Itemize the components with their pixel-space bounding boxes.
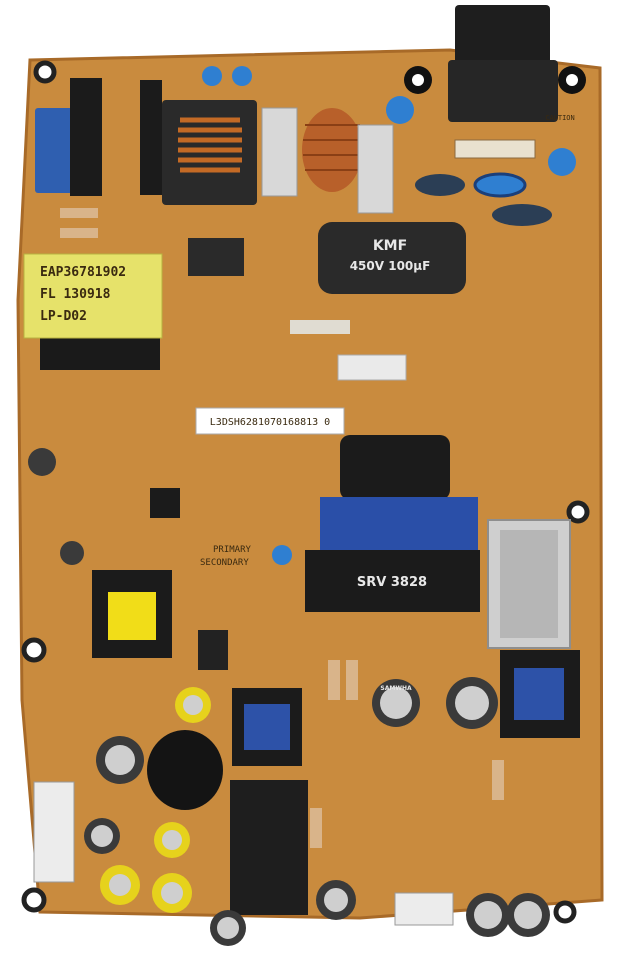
resistor-2: [60, 228, 98, 238]
resistor-1: [60, 208, 98, 218]
ceramic-resistor-white: [337, 354, 407, 381]
thermistor-2: [492, 204, 552, 226]
small-cap-2: [60, 541, 84, 565]
black-heatsink-mid: [140, 80, 162, 195]
main-transformer-label: SRV 3828: [357, 575, 427, 590]
y-cap-blue-1: [202, 66, 222, 86]
blue-capacitor-block: [35, 108, 73, 193]
barcode-text: L3DSH6281070168813 0: [210, 417, 330, 428]
emi-choke-left: [162, 100, 257, 205]
yellow-capacitors: [100, 687, 211, 913]
y-cap-blue-4: [548, 148, 576, 176]
x-capacitor-grey-1: [261, 107, 298, 197]
barcode-sticker: L3DSH6281070168813 0: [195, 407, 345, 435]
white-connector-left: [33, 781, 75, 883]
standby-transformer: EAP36781902 FL 130918 LP-D02: [23, 253, 163, 370]
silk-caution: CAUTION: [545, 114, 575, 122]
x-capacitor-grey-2: [357, 124, 394, 214]
mounting-holes: [21, 60, 590, 924]
cap-brand: SAMWHA: [380, 685, 412, 692]
silk-secondary: SECONDARY: [200, 558, 249, 568]
transformer-label-model: LP-D02: [40, 309, 87, 324]
bulk-capacitor: KMF 450V 100µF: [318, 222, 466, 294]
transformer-label-date: FL 130918: [40, 287, 111, 302]
emi-choke-right: [302, 108, 362, 192]
resistor-right: [492, 760, 504, 800]
aux-transformer: [92, 570, 172, 658]
fuse: [454, 139, 536, 159]
y-cap-blue-3: [386, 96, 414, 124]
transformer-label-part: EAP36781902: [40, 265, 126, 280]
resistor-bottom: [310, 808, 322, 848]
resistor-mid-1: [328, 660, 340, 700]
mosfet-lower: [198, 630, 228, 670]
resistor-mid-2: [346, 660, 358, 700]
output-transformer-left: [232, 688, 302, 766]
bulk-cap-rating: 450V 100µF: [350, 259, 431, 273]
blue-cap-mid: [272, 545, 292, 565]
thermistor-1: [415, 174, 465, 196]
white-connector-bottom: [394, 892, 454, 926]
varistor-blue: [473, 172, 527, 198]
mosfet-1: [188, 238, 244, 276]
secondary-capacitors: [84, 677, 550, 946]
ic-chip-left: [150, 488, 180, 518]
ac-inlet-connector: [404, 5, 586, 122]
output-transformer-right: [500, 650, 580, 738]
silk-primary: PRIMARY: [213, 545, 252, 555]
aluminum-heatsink: [487, 519, 571, 649]
small-cap-1: [28, 448, 56, 476]
y-cap-blue-2: [232, 66, 252, 86]
main-transformer: SRV 3828: [305, 435, 480, 612]
power-resistor-white: [290, 320, 350, 334]
output-inductor-block: [230, 780, 308, 915]
bulk-cap-series: KMF: [373, 238, 407, 254]
black-disc: [147, 730, 223, 810]
black-heatsink-left: [70, 78, 102, 196]
